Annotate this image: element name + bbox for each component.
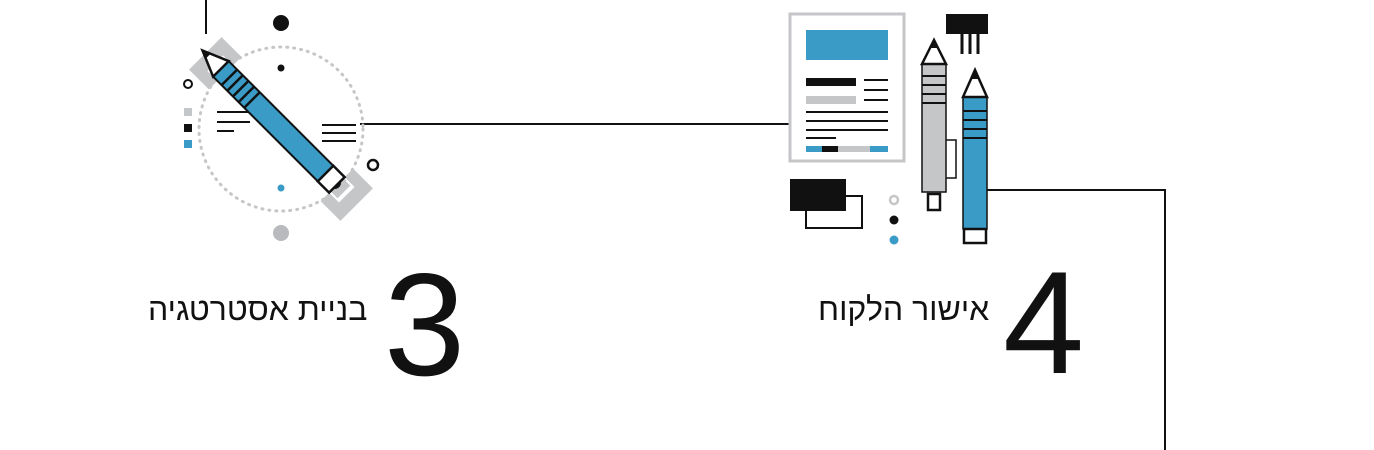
step-4-label: אישור הלקוח	[818, 291, 990, 327]
step-3-label: בניית אסטרטגיה	[148, 291, 368, 327]
document-approval-icon	[788, 12, 989, 245]
step-3-number: 3	[384, 243, 466, 406]
tools-strategy-icon	[183, 15, 380, 241]
connector-right-elbow	[986, 189, 1166, 450]
step-4-number: 4	[1003, 241, 1085, 404]
